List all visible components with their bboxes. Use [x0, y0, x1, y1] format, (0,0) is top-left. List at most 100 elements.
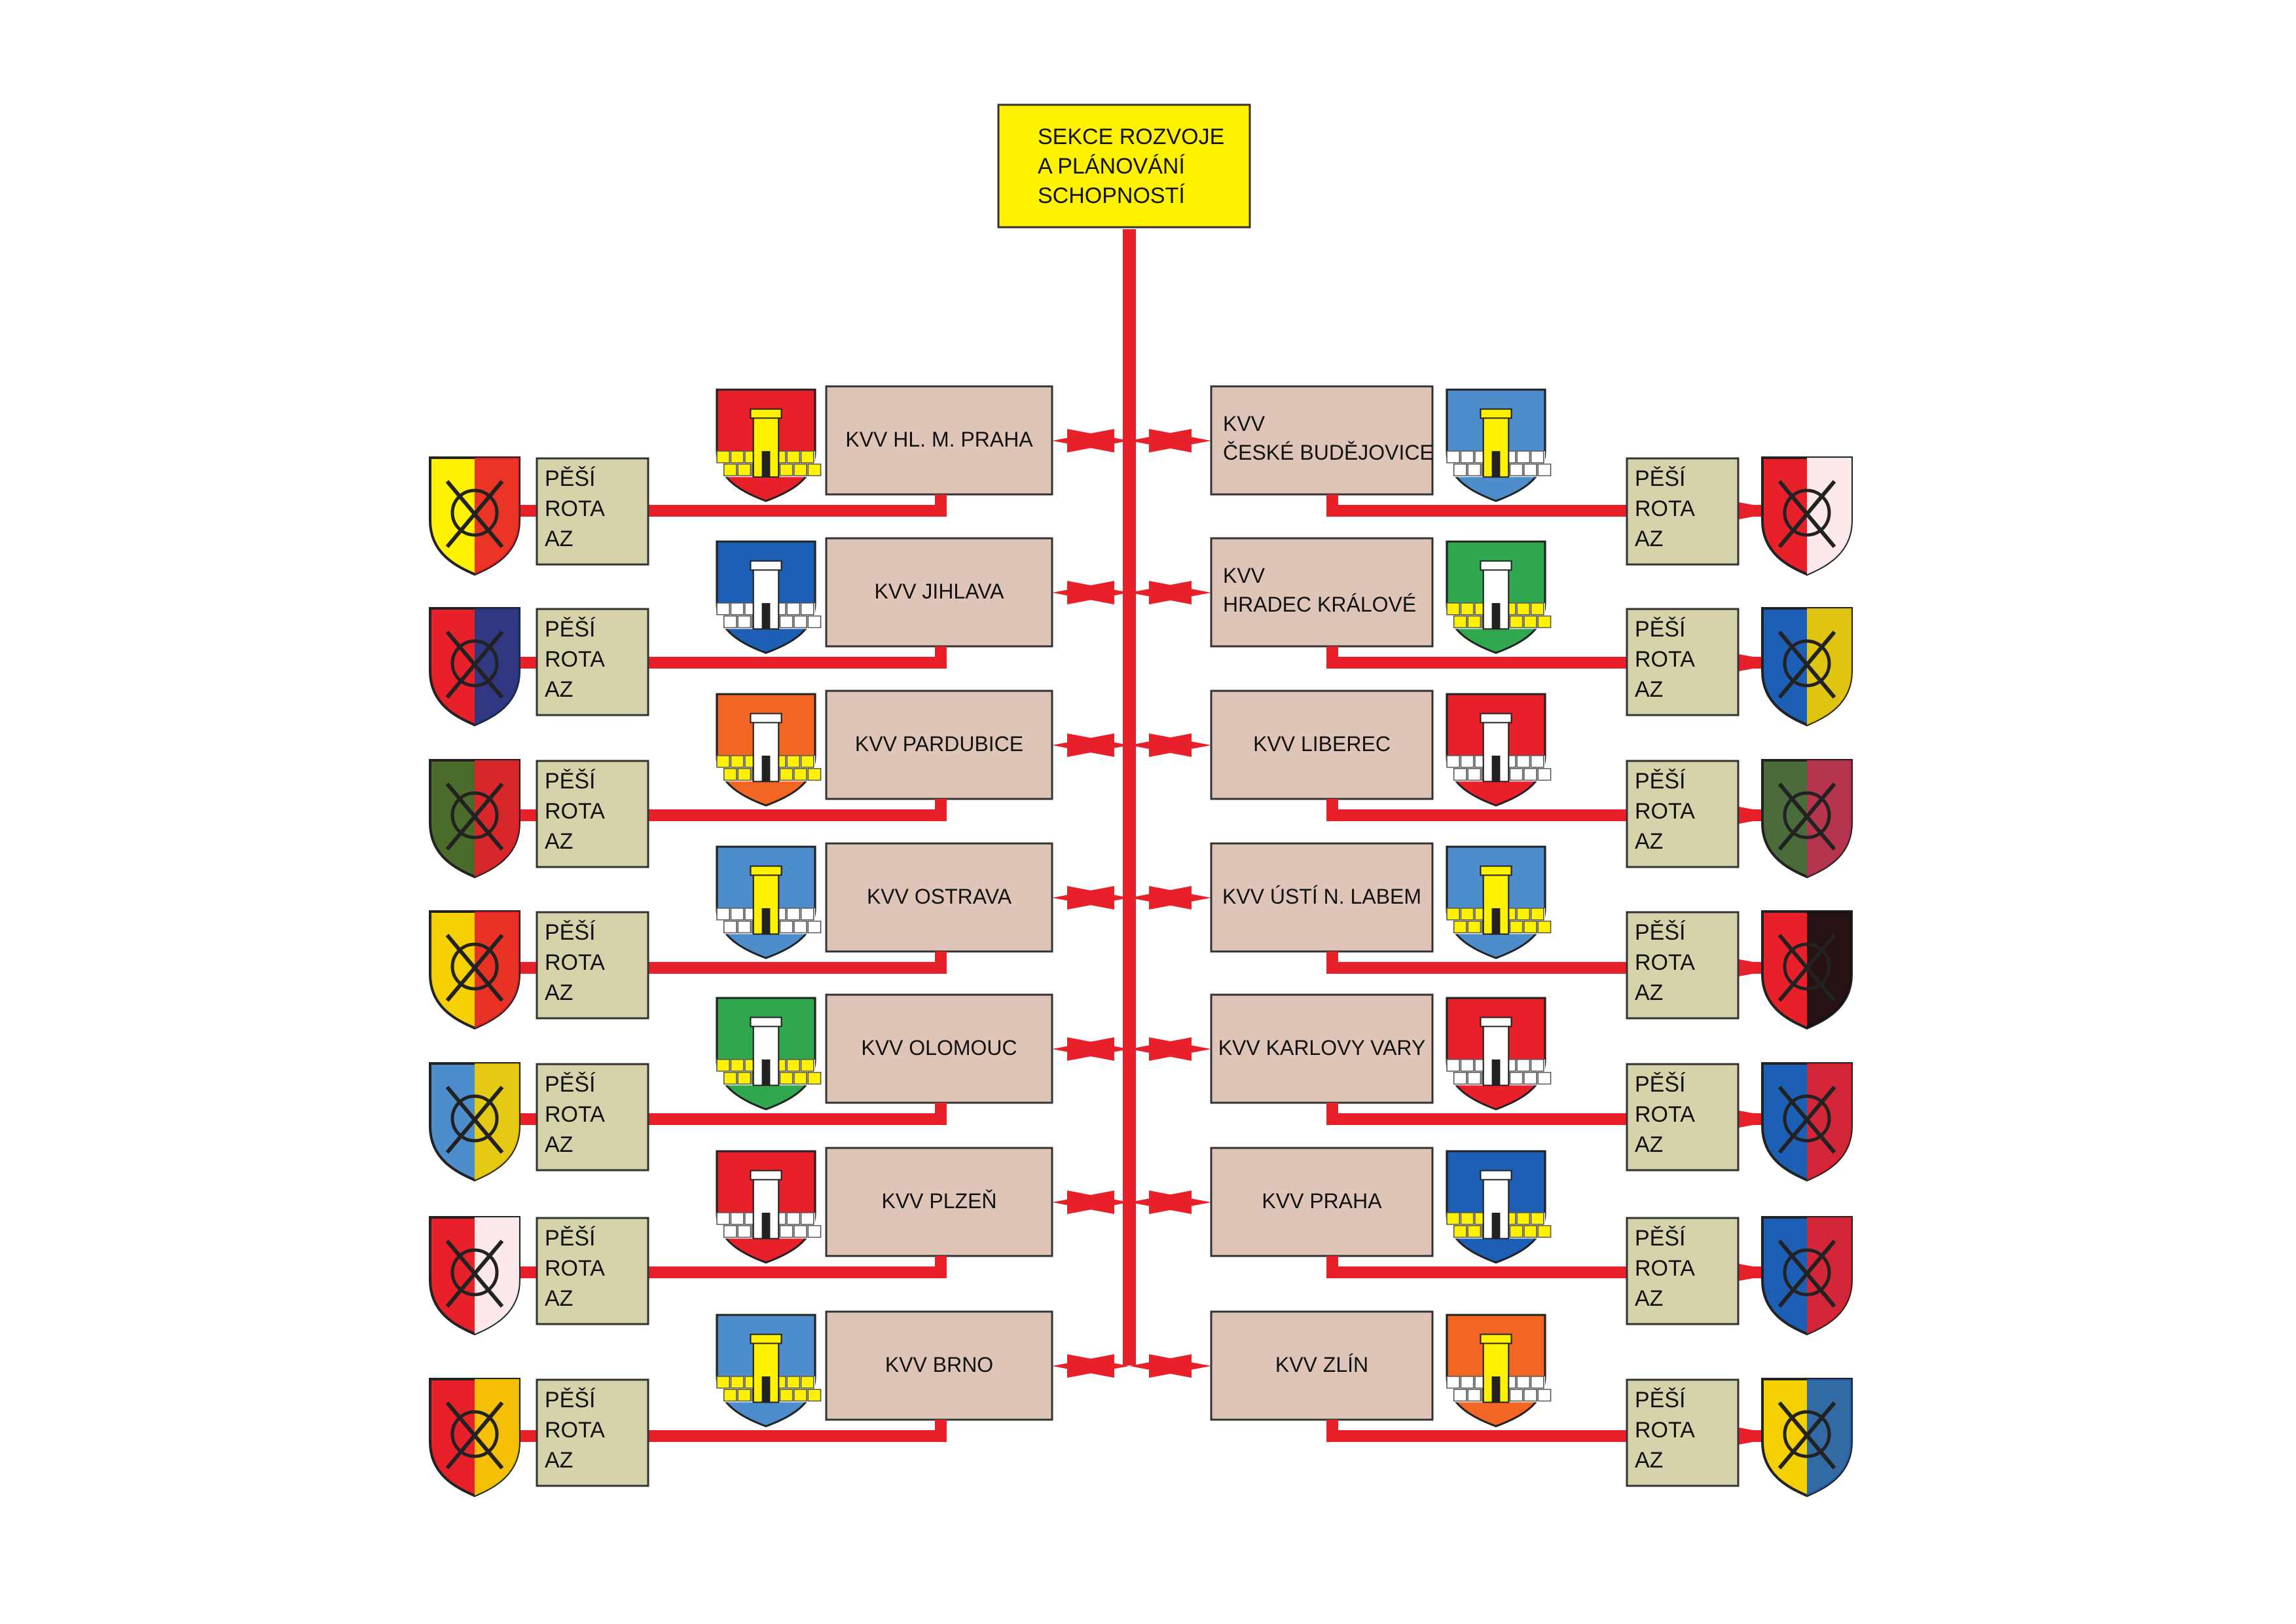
- unit-label-line: PĚŠÍ: [545, 769, 596, 794]
- connector-arrowhead: [1067, 1354, 1129, 1378]
- kvv-box[interactable]: [825, 993, 1053, 1104]
- kvv-label: KVV OLOMOUC: [861, 1036, 1017, 1060]
- central-bohemia-arms-icon: [1446, 1150, 1552, 1264]
- unit-box[interactable]: [536, 760, 649, 868]
- unit-label-line: AZ: [545, 526, 573, 551]
- kvv-box[interactable]: [1210, 842, 1434, 953]
- unit-label-line: AZ: [1635, 1286, 1663, 1311]
- unit-box[interactable]: [536, 457, 649, 566]
- kvv-label-line: KVV OSTRAVA: [867, 885, 1012, 908]
- unit-label-line: AZ: [1635, 980, 1663, 1005]
- kvv-label-line: KVV ZLÍN: [1275, 1353, 1368, 1376]
- vysocina-arms-icon: [716, 540, 822, 654]
- kvv-label-line: HRADEC KRÁLOVÉ: [1223, 593, 1416, 616]
- helmet-waves-badge-icon: [1761, 910, 1853, 1030]
- kvv-label-line: KVV LIBEREC: [1253, 732, 1391, 756]
- unit-box[interactable]: [536, 1378, 649, 1487]
- zlin-arms-icon: [1446, 1314, 1552, 1428]
- unit-box[interactable]: [1626, 760, 1740, 868]
- unit-box[interactable]: [1626, 1063, 1740, 1172]
- root-label-line: SCHOPNOSTÍ: [1038, 183, 1185, 208]
- plzen-arms-icon: [716, 1150, 822, 1264]
- unit-label-line: AZ: [545, 1448, 573, 1473]
- kvv-box[interactable]: [1210, 993, 1434, 1104]
- unit-box[interactable]: [536, 911, 649, 1020]
- kvv-box[interactable]: [1210, 1310, 1434, 1421]
- kvv-box[interactable]: [825, 385, 1053, 496]
- kvv-label: KVV ÚSTÍ N. LABEM: [1222, 885, 1421, 908]
- unit-label-line: PĚŠÍ: [1635, 769, 1686, 794]
- unit-label-line: PĚŠÍ: [1635, 1388, 1686, 1412]
- main-connector-line: [1123, 229, 1136, 1365]
- olomouc-arms-icon: [716, 997, 822, 1111]
- unit-box[interactable]: [536, 1217, 649, 1325]
- sword-shield-badge-icon: [1761, 759, 1853, 879]
- connector-arrowhead: [1149, 733, 1211, 757]
- kvv-label: KVV LIBEREC: [1253, 732, 1391, 756]
- connector-arrowhead: [1067, 733, 1129, 757]
- unit-label-line: ROTA: [545, 496, 605, 521]
- connector-arrowhead: [1067, 1190, 1129, 1214]
- kvv-box[interactable]: [1210, 537, 1434, 648]
- karlovy-vary-arms-icon: [1446, 997, 1552, 1111]
- south-bohemia-arms-icon: [1446, 388, 1552, 502]
- kvv-label: KVV PRAHA: [1262, 1189, 1382, 1213]
- unit-label-line: ROTA: [545, 1102, 605, 1127]
- unit-box[interactable]: [1626, 1217, 1740, 1325]
- waves-crown-badge-icon: [1761, 1062, 1853, 1182]
- helmet-badge-icon: [1761, 1216, 1853, 1336]
- connector-arrowhead: [1149, 1354, 1211, 1378]
- usti-arms-icon: [1446, 845, 1552, 959]
- unit-box[interactable]: [1626, 1378, 1740, 1487]
- unit-label-line: ROTA: [1635, 1102, 1695, 1127]
- kvv-box[interactable]: [825, 690, 1053, 800]
- grenade-swords-badge-icon: [429, 910, 520, 1030]
- unit-label-line: ROTA: [1635, 799, 1695, 824]
- unit-label-line: AZ: [1635, 829, 1663, 854]
- unit-label-line: PĚŠÍ: [545, 617, 596, 642]
- kvv-box[interactable]: [825, 1310, 1053, 1421]
- south-moravia-arms-icon: [716, 1314, 822, 1428]
- sword-arrows-badge-icon: [1761, 607, 1853, 727]
- unit-box[interactable]: [536, 1063, 649, 1172]
- unit-label-line: PĚŠÍ: [545, 920, 596, 945]
- kvv-box[interactable]: [1210, 385, 1434, 496]
- unit-label-line: PĚŠÍ: [1635, 617, 1686, 642]
- unit-box[interactable]: [536, 608, 649, 716]
- unit-label-line: ROTA: [545, 950, 605, 975]
- kvv-label-line: KVV ÚSTÍ N. LABEM: [1222, 885, 1421, 908]
- unit-box[interactable]: [1626, 457, 1740, 566]
- kvv-label-line: KVV: [1223, 412, 1266, 435]
- unit-box[interactable]: [1626, 911, 1740, 1020]
- kvv-box[interactable]: [1210, 690, 1434, 800]
- unit-label-line: ROTA: [1635, 1256, 1695, 1281]
- connector-arrowhead: [1149, 886, 1211, 910]
- unit-label-line: ROTA: [1635, 647, 1695, 672]
- connector-arrowhead: [1067, 1037, 1129, 1061]
- unit-label-line: AZ: [1635, 677, 1663, 702]
- unit-label-line: ROTA: [1635, 1418, 1695, 1443]
- connector-arrowhead: [1067, 886, 1129, 910]
- unit-box[interactable]: [1626, 608, 1740, 716]
- kvv-label: KVV BRNO: [885, 1353, 993, 1376]
- kvv-label: KVV PARDUBICE: [855, 732, 1023, 756]
- kvv-box[interactable]: [825, 842, 1053, 953]
- kvv-box[interactable]: [825, 1147, 1053, 1257]
- kvv-label-line: KVV PRAHA: [1262, 1189, 1382, 1213]
- root-box[interactable]: [997, 103, 1251, 229]
- unit-label-line: AZ: [545, 677, 573, 702]
- s35-badge-icon: [429, 1216, 520, 1336]
- unit-label-line: AZ: [1635, 1132, 1663, 1157]
- kvv-box[interactable]: [1210, 1147, 1434, 1257]
- kvv-label: KVV KARLOVY VARY: [1218, 1036, 1426, 1060]
- connector-arrowhead: [1149, 429, 1211, 452]
